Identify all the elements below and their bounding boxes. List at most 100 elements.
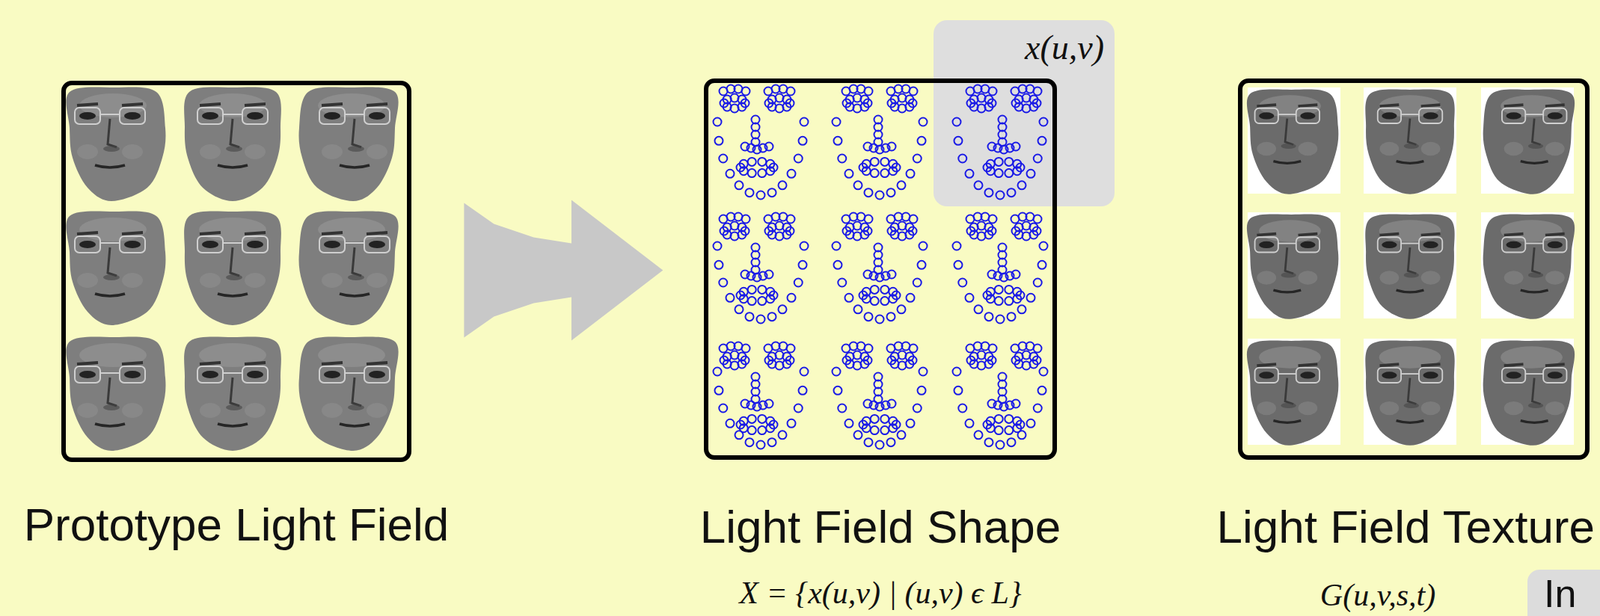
face-image: [1278, 243, 1297, 245]
face-image: [1545, 142, 1565, 156]
face-image: [79, 371, 96, 379]
face-image: [1422, 371, 1438, 379]
landmark-set: [748, 415, 757, 424]
landmark-set: [986, 287, 995, 297]
face-image: [244, 273, 266, 288]
face-image: [1365, 89, 1455, 194]
face-image: [323, 371, 341, 379]
landmark-set: [713, 118, 722, 127]
face-image: [352, 118, 362, 148]
face-image: [1404, 143, 1419, 149]
face-image: [1543, 368, 1567, 383]
landmark-set: [870, 169, 879, 178]
landmark-set: [1012, 142, 1021, 152]
landmark-set: [787, 419, 796, 428]
landmark-set: [1004, 296, 1013, 306]
landmark-set: [1012, 287, 1022, 297]
face-image: [366, 232, 388, 235]
face-image: [65, 87, 166, 202]
face-image: [1285, 118, 1294, 146]
face-image: [1255, 237, 1279, 253]
face-image: [65, 211, 166, 326]
landmark-set: [745, 438, 754, 447]
face-image: [1256, 104, 1277, 107]
face-image: [299, 87, 399, 202]
landmark-set: [742, 215, 751, 224]
face-image: [201, 112, 219, 120]
landmark-set: [964, 419, 974, 428]
face-image: [65, 337, 166, 452]
landmark-set: [917, 136, 927, 146]
face-image: [121, 232, 143, 235]
face-image: [225, 145, 243, 152]
face-image: [1502, 368, 1526, 383]
face-image: [1377, 108, 1402, 124]
face-image: [1401, 373, 1419, 375]
face-image: [347, 274, 365, 281]
face-image: [368, 240, 386, 249]
face-image: [1422, 112, 1438, 119]
face-image: [107, 118, 117, 148]
landmark-set: [1018, 305, 1027, 314]
face-image: [339, 293, 370, 297]
landmark-set: [994, 296, 1004, 306]
face-image: [339, 424, 370, 427]
face-image: [94, 293, 125, 297]
landmark-set: [1039, 118, 1048, 127]
face-image: [94, 165, 125, 168]
landmark-set: [833, 386, 842, 395]
landmark-set: [863, 438, 873, 447]
face-image: [1256, 142, 1277, 156]
face-image: [1246, 213, 1339, 319]
face-image: [242, 236, 268, 253]
face-image: [77, 403, 98, 419]
face-image: [121, 273, 143, 288]
landmark-set: [988, 87, 998, 96]
landmark-set: [988, 215, 998, 224]
landmark-set: [833, 136, 842, 146]
face-image: [197, 366, 223, 383]
face-image: [1547, 241, 1563, 249]
landmark-set: [994, 285, 1004, 294]
face-image: [1520, 161, 1549, 164]
face-image: [1258, 112, 1274, 119]
landmark-set: [1039, 242, 1048, 251]
face-image: [1285, 247, 1294, 274]
landmark-set: [713, 342, 809, 450]
landmark-set: [768, 312, 777, 321]
landmark-set: [737, 95, 746, 104]
landmark-set: [1038, 261, 1047, 270]
landmark-set: [756, 191, 766, 200]
face-image: [344, 242, 365, 244]
landmark-set: [863, 312, 873, 321]
face-image: [1396, 421, 1425, 424]
face-image: [1285, 378, 1294, 405]
face-image: [1483, 340, 1575, 446]
landmark-set: [800, 118, 809, 127]
face-image: [1380, 104, 1400, 107]
landmark-set: [1033, 279, 1042, 288]
face-image: [1500, 219, 1563, 242]
face-image: [1528, 403, 1544, 409]
landmark-set: [1029, 95, 1038, 104]
face-image: [1504, 234, 1524, 236]
landmark-set: [854, 305, 863, 314]
face-image: [1505, 241, 1521, 249]
face-image: [1404, 403, 1419, 409]
face-image: [246, 112, 264, 120]
landmark-set: [1029, 223, 1038, 232]
face-image: [299, 211, 399, 326]
face-image: [119, 107, 146, 125]
landmark-set: [862, 287, 871, 297]
face-image: [1483, 213, 1575, 319]
face-image: [364, 107, 390, 125]
landmark-set: [1007, 438, 1016, 447]
landmark-set: [782, 353, 791, 362]
landmark-set: [748, 426, 757, 435]
landmark-set: [837, 279, 847, 288]
landmark-set: [844, 419, 853, 428]
landmark-set: [860, 95, 869, 104]
landmark-set: [860, 353, 869, 362]
landmark-set: [862, 160, 871, 169]
landmark-set: [757, 415, 766, 424]
